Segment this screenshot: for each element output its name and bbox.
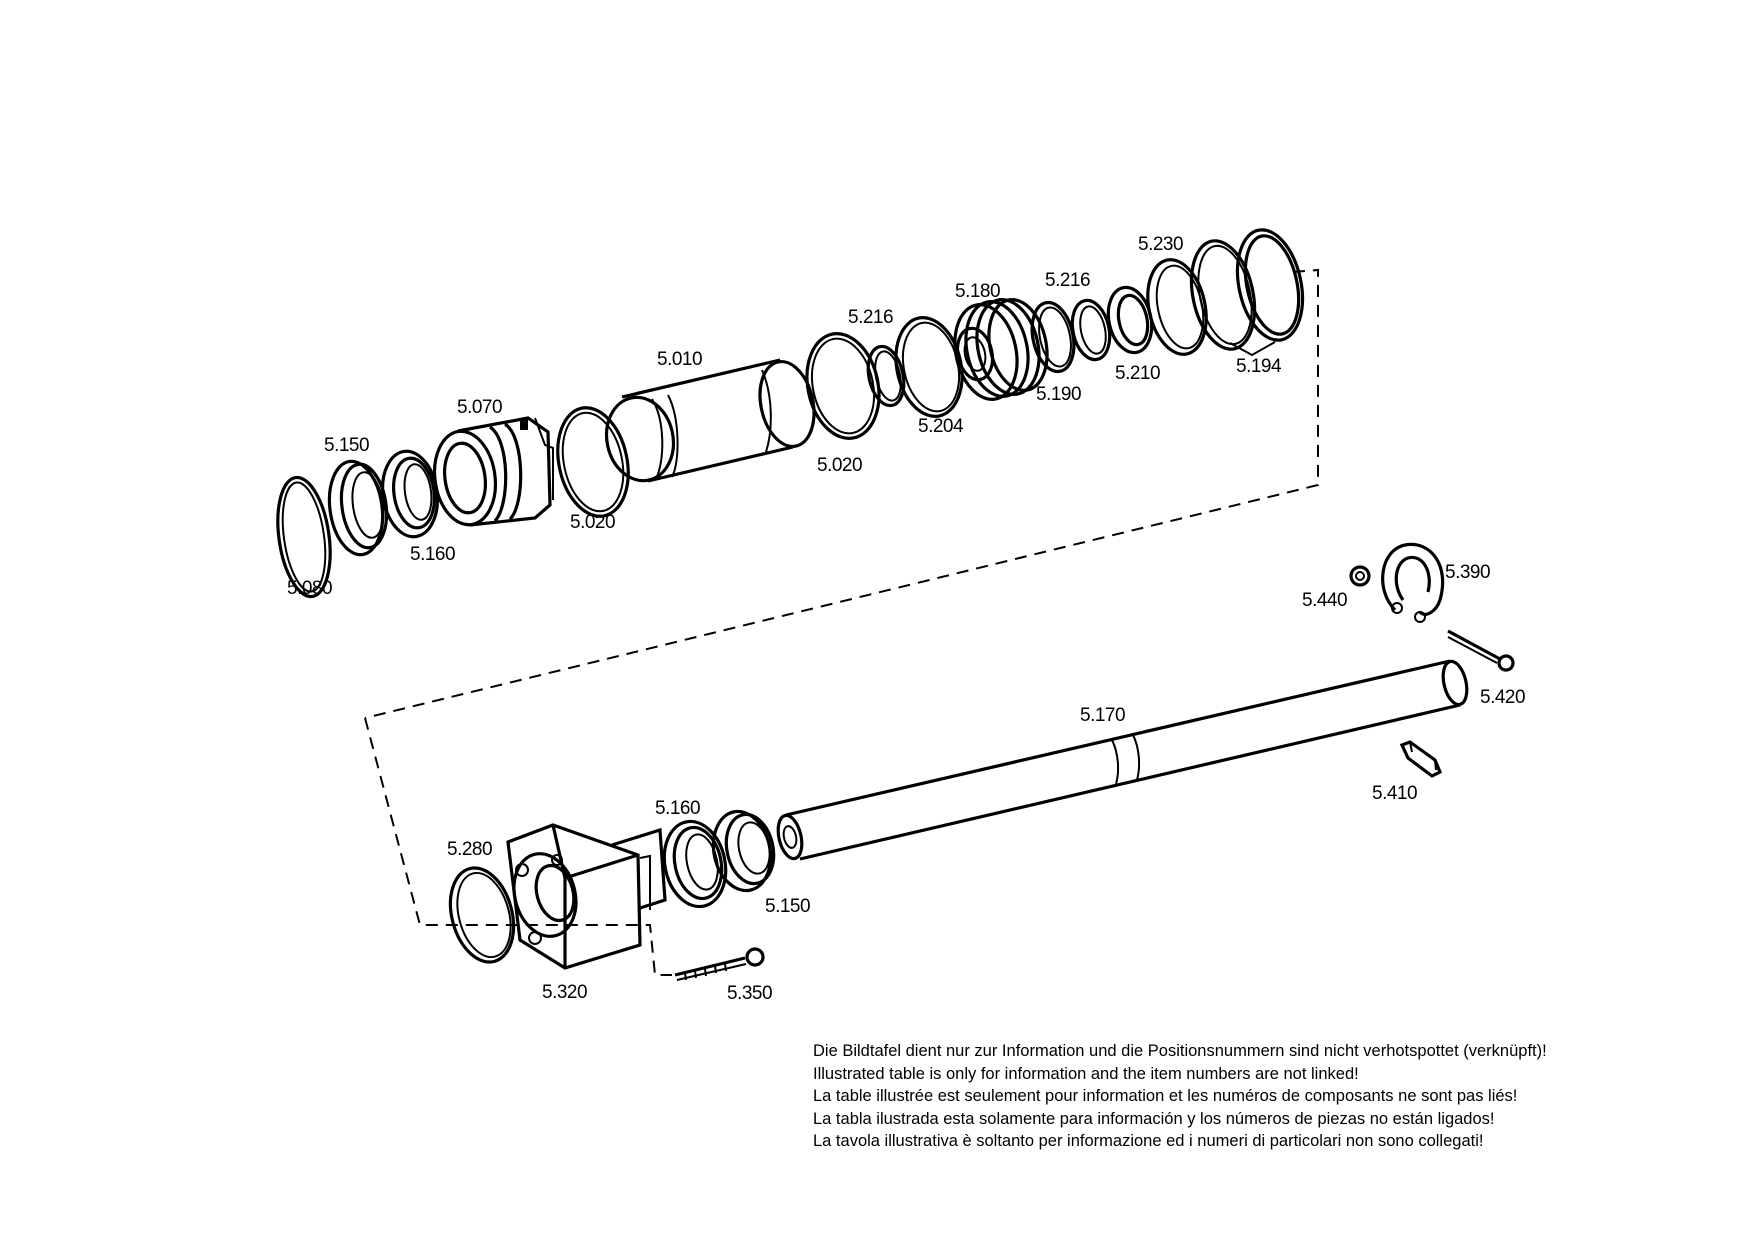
label-5150-upper: 5.150 <box>324 435 369 456</box>
label-5204: 5.204 <box>918 416 964 437</box>
disclaimer-notice: Die Bildtafel dient nur zur Information … <box>813 1040 1748 1153</box>
backup-ring-5216-right-inner <box>1079 305 1107 355</box>
label-5190: 5.190 <box>1036 384 1081 405</box>
o-ring-5020-left-inner <box>561 411 625 513</box>
label-5420: 5.420 <box>1480 687 1525 708</box>
wiper-5150-upper <box>327 459 389 557</box>
ring-5194-a-inner <box>1197 244 1253 346</box>
disclaimer-italian: La tavola illustrativa è soltanto per in… <box>813 1132 1484 1150</box>
cylinder-tube-5010 <box>604 358 816 483</box>
disclaimer-spanish: La tabla ilustrada esta solamente para i… <box>813 1109 1495 1128</box>
label-5194: 5.194 <box>1236 356 1282 377</box>
bracket-5410 <box>1399 740 1443 778</box>
label-5020-right: 5.020 <box>817 455 862 476</box>
assembly-dashed-line-upper <box>364 268 1319 719</box>
assembly-dashed-line-lower <box>364 717 672 976</box>
ring-5194-b-inner <box>1243 234 1301 336</box>
o-ring-5280 <box>448 866 516 964</box>
label-5010: 5.010 <box>657 349 702 370</box>
rod-end-housing-5320 <box>506 823 667 970</box>
disclaimer-french: La table illustrée est seulement pour in… <box>813 1087 1518 1105</box>
label-5320: 5.320 <box>542 982 587 1003</box>
label-5440: 5.440 <box>1302 590 1347 611</box>
ring-5230 <box>1146 258 1208 356</box>
label-5210: 5.210 <box>1115 363 1160 384</box>
piston-rod-5170 <box>776 659 1469 861</box>
wiper-5150-lower <box>711 809 776 893</box>
label-5150-lower: 5.150 <box>765 896 810 917</box>
label-5410: 5.410 <box>1372 783 1417 804</box>
label-5216-left: 5.216 <box>848 307 893 328</box>
label-5216-right: 5.216 <box>1045 270 1090 291</box>
o-ring-5080-inner <box>281 481 327 593</box>
seal-5160-lower <box>662 819 728 909</box>
o-ring-5080 <box>276 475 332 599</box>
backup-ring-5216-left <box>866 344 906 408</box>
nut-5440 <box>1349 565 1371 587</box>
label-5080: 5.080 <box>287 578 332 599</box>
bolt-5420 <box>1447 629 1515 672</box>
o-ring-5020-right-inner <box>811 337 875 435</box>
label-5180: 5.180 <box>955 281 1000 302</box>
o-ring-5280-inner <box>456 871 512 959</box>
backup-ring-5216-left-inner <box>874 350 902 402</box>
disclaimer-german: Die Bildtafel dient nur zur Information … <box>813 1042 1547 1060</box>
label-5070: 5.070 <box>457 397 502 418</box>
leader-5194 <box>1229 341 1276 357</box>
ring-5194-b <box>1235 228 1305 342</box>
ring-5190-inner <box>1038 306 1072 368</box>
seal-5160-upper <box>381 449 439 539</box>
clamp-5390 <box>1381 542 1445 623</box>
label-5160-upper: 5.160 <box>410 544 455 565</box>
label-5160-lower: 5.160 <box>655 798 700 819</box>
bolt-5350 <box>674 947 765 981</box>
label-5020-left: 5.020 <box>570 512 615 533</box>
label-5170: 5.170 <box>1080 705 1125 726</box>
o-ring-5020-left <box>556 406 630 518</box>
seal-5210-inner <box>1116 293 1150 347</box>
gland-5070 <box>432 416 554 527</box>
disclaimer-english: Illustrated table is only for informatio… <box>813 1064 1359 1083</box>
label-5280: 5.280 <box>447 839 492 860</box>
label-5350: 5.350 <box>727 983 772 1004</box>
label-5230: 5.230 <box>1138 234 1183 255</box>
label-5390: 5.390 <box>1445 562 1490 583</box>
ring-5194-a <box>1189 239 1257 351</box>
piston-5180 <box>953 298 1049 401</box>
